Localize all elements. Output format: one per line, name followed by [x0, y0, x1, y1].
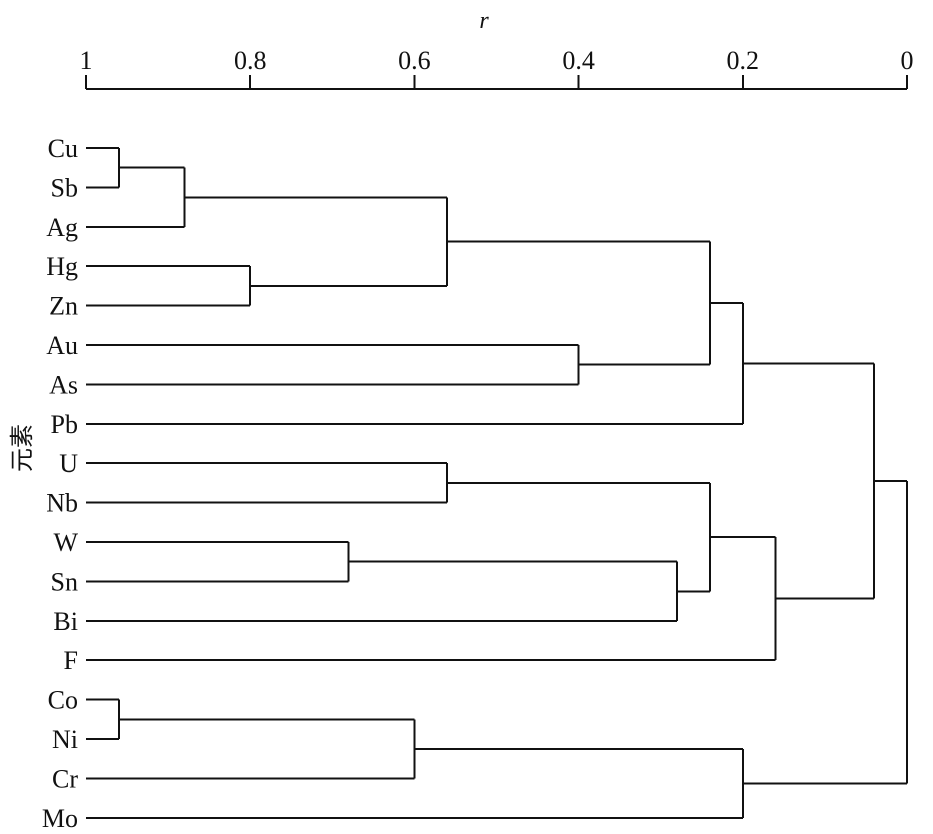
- leaf-label-bi: Bi: [53, 607, 78, 636]
- x-axis-label: r: [479, 8, 489, 34]
- leaf-label-sb: Sb: [51, 173, 78, 202]
- leaf-label-as: As: [49, 370, 78, 399]
- leaf-label-f: F: [64, 646, 78, 675]
- leaf-label-hg: Hg: [46, 252, 78, 281]
- dendrogram-links: [86, 147, 908, 819]
- x-tick-label-4: 0.2: [727, 46, 760, 75]
- x-tick-label-3: 0.4: [562, 46, 595, 75]
- leaf-label-cu: Cu: [48, 134, 78, 163]
- leaf-label-mo: Mo: [42, 804, 78, 833]
- leaf-label-w: W: [53, 528, 78, 557]
- leaf-label-au: Au: [46, 331, 78, 360]
- leaf-label-zn: Zn: [49, 292, 78, 321]
- x-axis-tick-labels: 1 0.8 0.6 0.4 0.2 0: [80, 46, 914, 75]
- y-axis-label: 元素: [8, 424, 36, 472]
- leaf-label-sn: Sn: [51, 567, 78, 596]
- leaf-label-pb: Pb: [51, 410, 78, 439]
- leaf-label-co: Co: [48, 686, 78, 715]
- x-axis-ticks: [85, 75, 908, 89]
- x-tick-label-2: 0.6: [398, 46, 431, 75]
- leaf-label-nb: Nb: [46, 489, 78, 518]
- x-tick-label-1: 0.8: [234, 46, 267, 75]
- leaf-label-u: U: [59, 449, 78, 478]
- x-tick-label-5: 0: [901, 46, 914, 75]
- leaf-label-ag: Ag: [46, 213, 78, 242]
- leaf-label-ni: Ni: [52, 725, 78, 754]
- x-tick-label-0: 1: [80, 46, 93, 75]
- leaf-label-cr: Cr: [52, 764, 78, 793]
